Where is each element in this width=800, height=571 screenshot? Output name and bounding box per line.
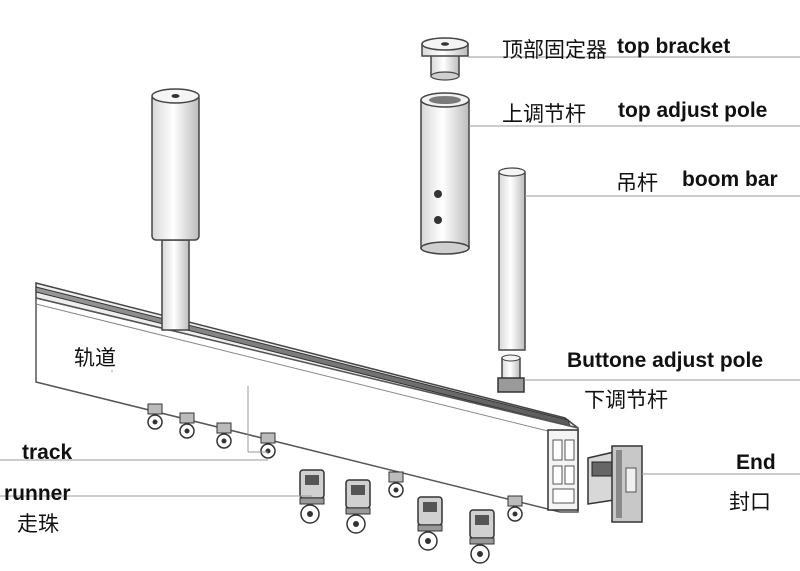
top-adjust-pole-label-cn: 上调节杆: [502, 102, 586, 126]
boom-bar-part: [498, 167, 526, 351]
end-cap-label-en: End: [736, 451, 776, 474]
bottom-adjust-pole-part: [497, 354, 525, 393]
leader-lines: [0, 56, 800, 497]
end-cap-part: [587, 445, 643, 523]
bottom-adjust-pole-label-cn: 下调节杆: [584, 388, 668, 412]
track-label-en: track: [22, 441, 73, 464]
top-adjust-pole-label-en: top adjust pole: [618, 99, 768, 122]
top-bracket-label-cn: 顶部固定器: [502, 38, 607, 62]
runner-label-cn: 走珠: [17, 512, 59, 536]
top-bracket-label-en: top bracket: [617, 35, 731, 58]
top-adjust-pole-part: [420, 92, 470, 255]
runners-on-track: [147, 403, 523, 522]
loose-runners: [299, 469, 495, 564]
boom-bar-label-cn: 吊杆: [616, 171, 658, 195]
top-bracket-part: [421, 37, 469, 81]
mounted-pole: [151, 88, 200, 331]
end-cap-label-cn: 封口: [729, 490, 771, 514]
track-label-cn: 轨道: [74, 346, 116, 370]
boom-bar-label-en: boom bar: [682, 168, 778, 191]
bottom-adjust-pole-label-en: Buttone adjust pole: [567, 349, 763, 372]
runner-label-en: runner: [4, 482, 71, 505]
